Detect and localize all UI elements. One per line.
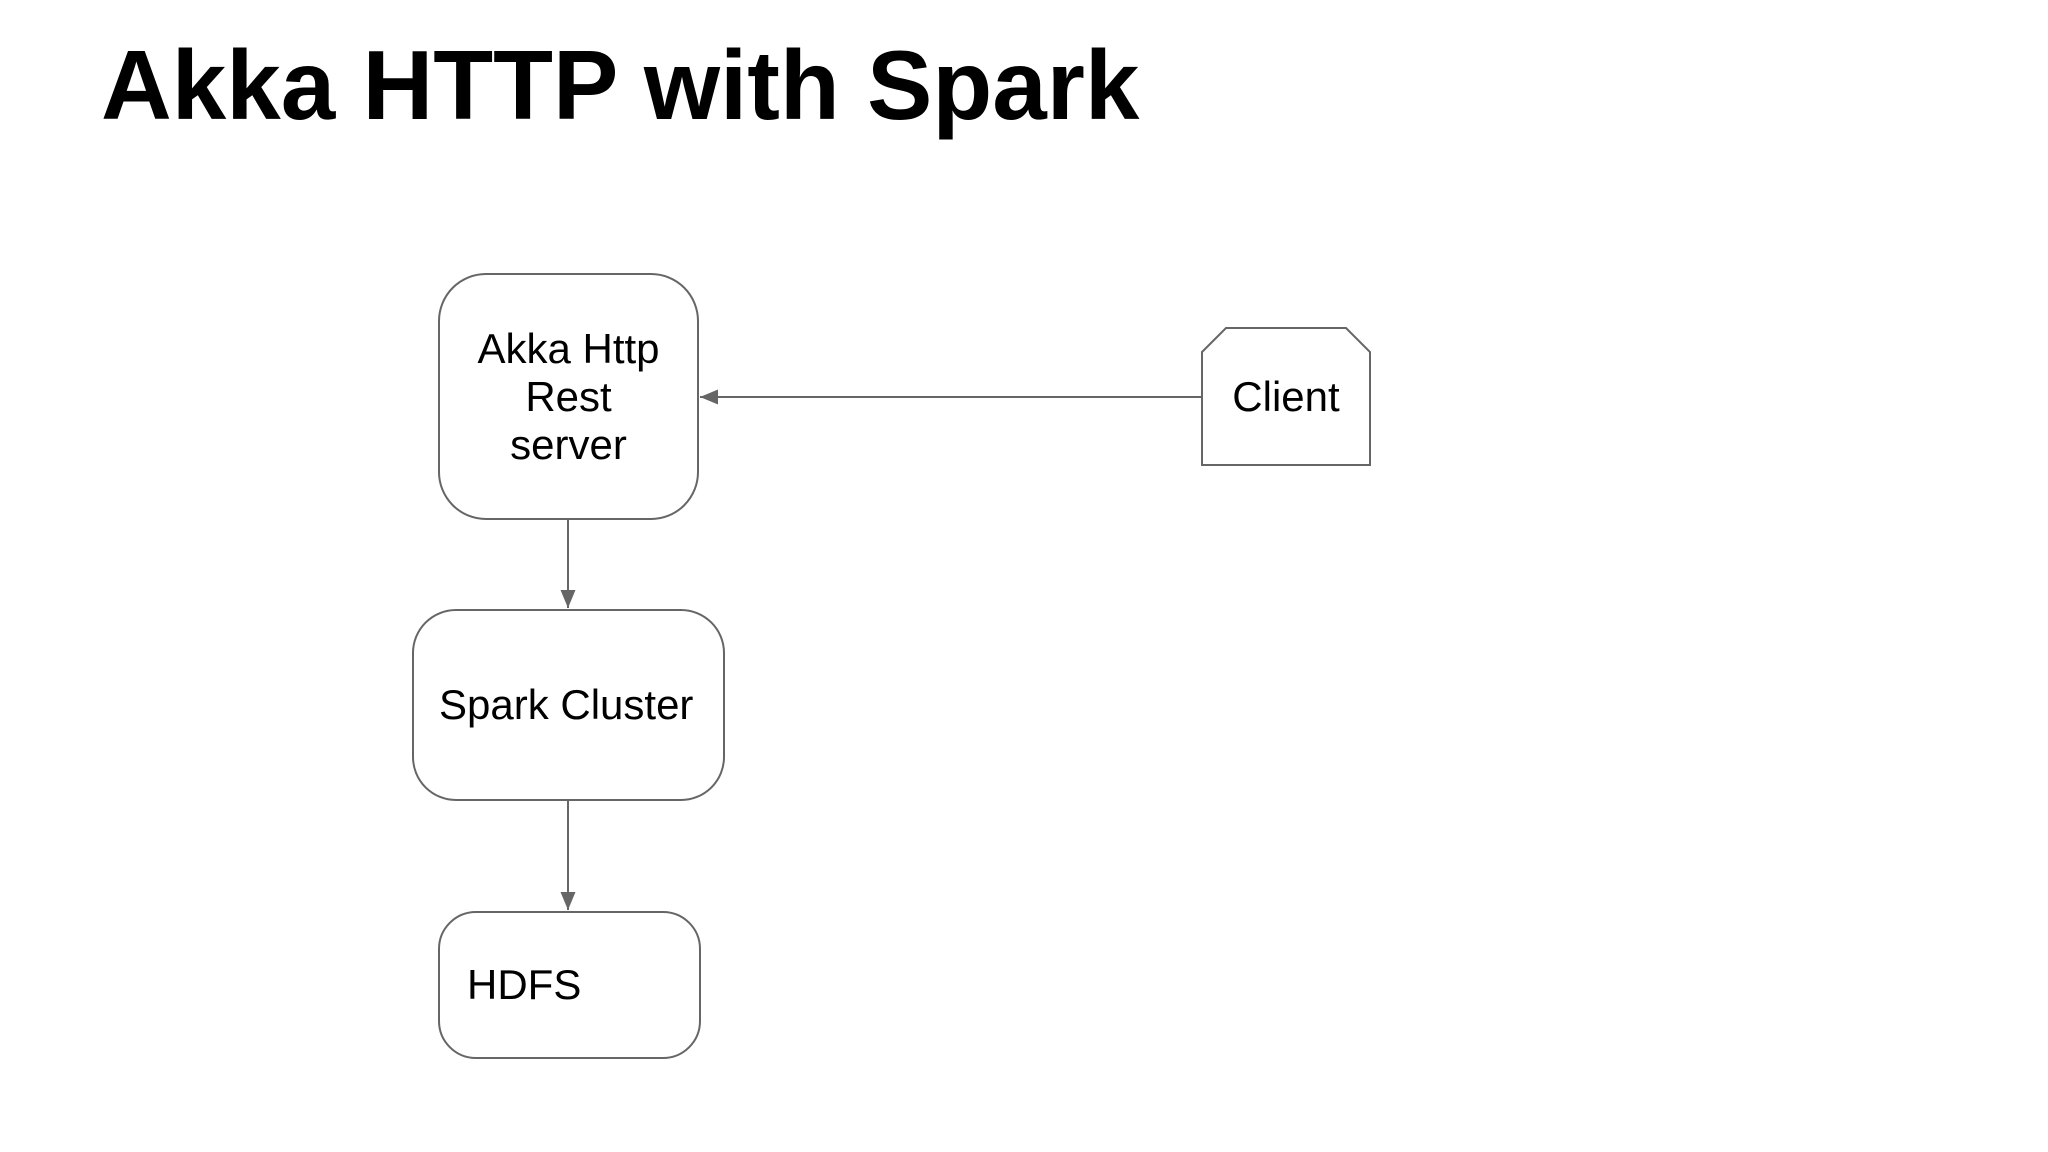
node-client[interactable]: Client — [1202, 328, 1370, 465]
node-hdfs[interactable]: HDFS — [438, 911, 701, 1059]
node-client-label: Client — [1232, 372, 1340, 420]
page-title: Akka HTTP with Spark — [101, 30, 1140, 140]
node-hdfs-label: HDFS — [467, 961, 582, 1008]
client-node-shape[interactable] — [1201, 327, 1371, 466]
node-spark-cluster[interactable]: Spark Cluster — [412, 609, 725, 801]
node-akka-label: Akka Http Rest server — [477, 324, 660, 468]
node-akka-http-rest-server[interactable]: Akka Http Rest server — [438, 273, 699, 520]
node-spark-label: Spark Cluster — [439, 681, 694, 728]
